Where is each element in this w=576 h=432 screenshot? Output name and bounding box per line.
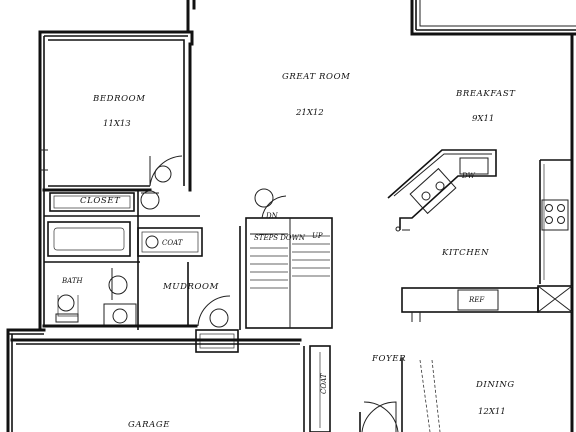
kitchen-label: KITCHEN [441,248,489,258]
bedroom-size: 11X13 [103,119,131,129]
kitchen-side-counter [537,159,573,313]
closet-label: CLOSET [80,196,121,206]
great-room-size: 21X12 [295,108,324,118]
steps-down-label: STEPS DOWN [254,234,306,242]
mudroom [187,226,241,353]
great-room-label: GREAT ROOM [282,72,350,82]
stairs [245,188,333,329]
closet [44,190,200,330]
bath-label: BATH [61,277,83,285]
dining-label: DINING [475,380,515,390]
foyer-label: FOYER [371,354,406,364]
mudroom-label: MUDROOM [162,282,219,292]
coat-label-lower: COAT [320,372,328,394]
refrigerator-counter [401,287,539,322]
coat-label-upper: COAT [162,239,184,247]
bedroom-walls [40,39,185,192]
breakfast-size: 9X11 [472,114,494,124]
bath [42,221,198,328]
kitchen-counter [387,149,497,232]
coat-closet-upper [137,227,203,257]
bedroom-label: BEDROOM [92,94,146,104]
garage-label: GARAGE [128,420,170,430]
stairs-down-label: DN [265,212,279,220]
stairs-up-label: UP [312,232,323,240]
exterior-walls [6,0,576,432]
lower-walls [10,338,441,432]
breakfast-label: BREAKFAST [455,89,516,99]
refrigerator-label: REF [468,296,485,304]
dishwasher-label: DW [461,172,476,180]
dining-size: 12X11 [478,407,506,417]
